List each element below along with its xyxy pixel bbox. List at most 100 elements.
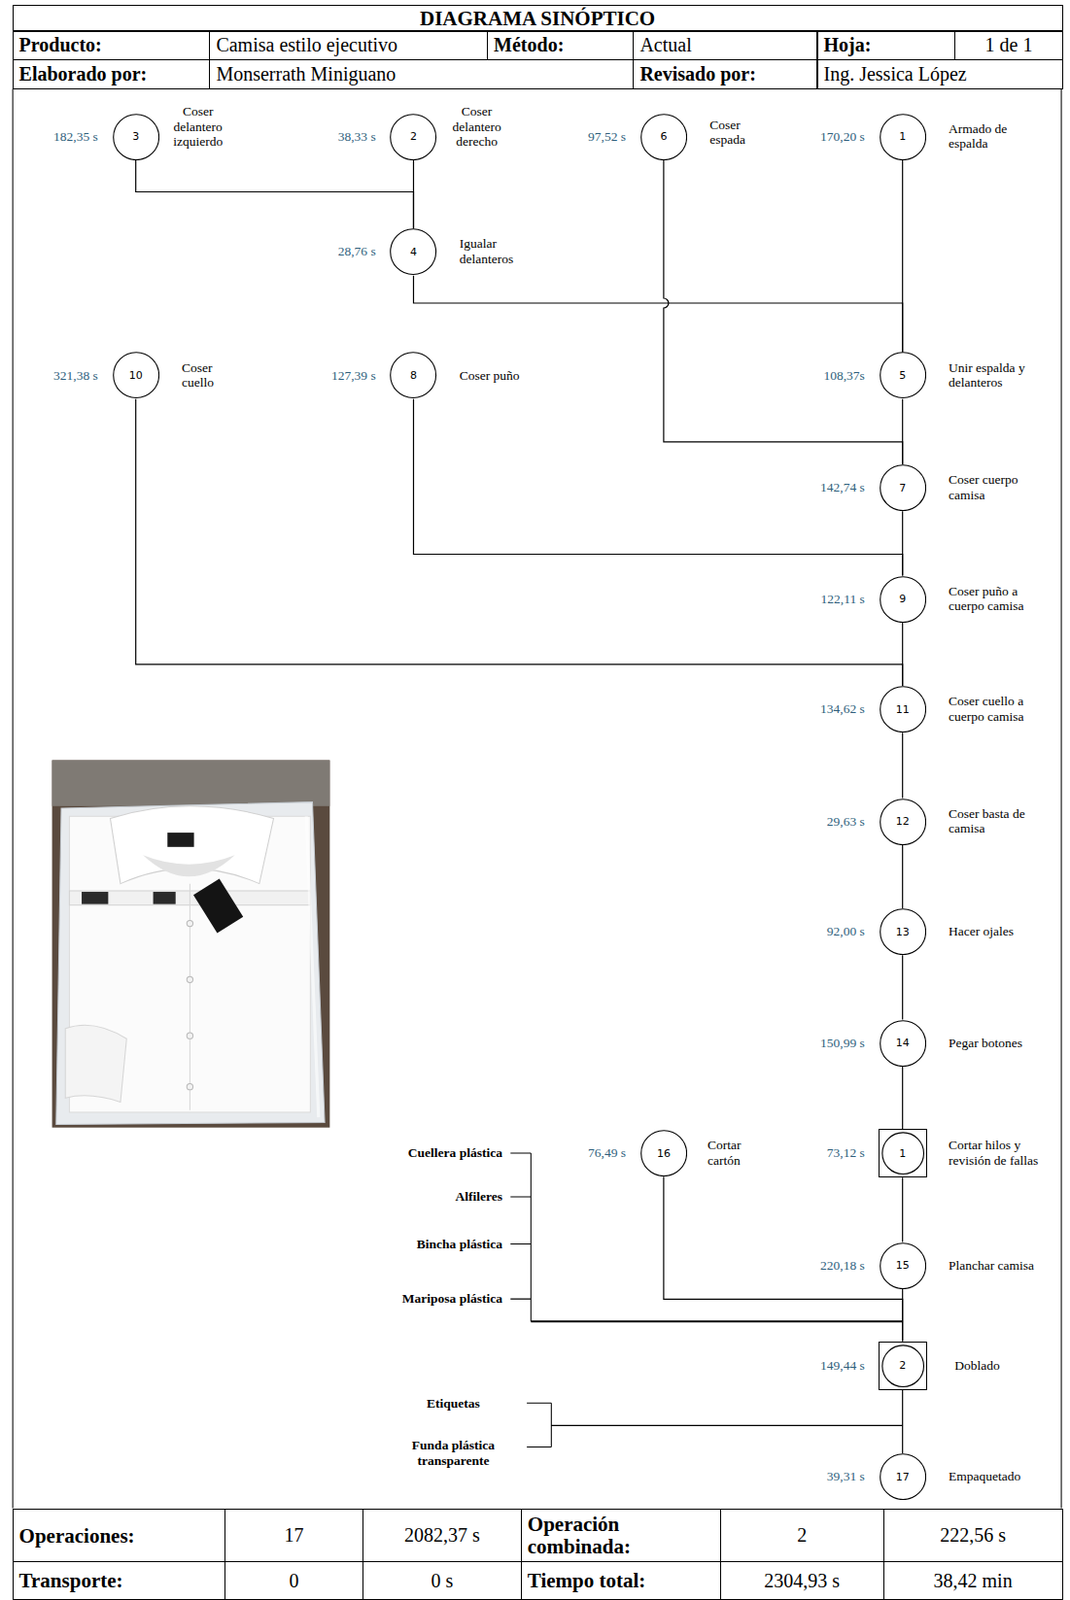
cell-text: Hoja: — [824, 34, 872, 56]
cell-text: Camisa estilo ejecutivo — [215, 34, 398, 56]
flow-connector — [901, 845, 903, 909]
shirt-collar — [109, 806, 274, 885]
band-print — [81, 892, 108, 905]
operation-number: 14 — [879, 1020, 927, 1068]
operation-circle-shape — [640, 113, 687, 160]
shirt-cuff — [65, 1025, 127, 1103]
shirt-placket — [189, 884, 191, 1111]
table-cell: 38,42 min — [883, 1561, 1064, 1600]
operation-number: 8 — [389, 351, 437, 399]
table-cell: 2 — [720, 1509, 885, 1564]
frame — [12, 88, 1062, 1509]
table-cell: Revisado por: — [632, 59, 818, 91]
operation-number: 4 — [389, 228, 437, 276]
operation-description: Igualar delanteros — [459, 237, 532, 268]
operation-time: 127,39 s — [331, 368, 377, 384]
table-cell: Camisa estilo ejecutivo — [208, 31, 488, 61]
operation-number: 12 — [879, 798, 927, 846]
cell-text: Monserrath Miniguano — [215, 64, 396, 85]
cell-text: 38,42 min — [933, 1571, 1013, 1592]
operation-description: Cortar cartón — [707, 1139, 761, 1170]
operation-description: Planchar camisa — [948, 1258, 1043, 1275]
operation-number: 15 — [879, 1242, 927, 1290]
cell-text: Operaciones: — [19, 1525, 136, 1548]
combined-operation: 1Cortar hilos y revisión de fallas73,12 … — [878, 1129, 928, 1178]
operation-circle-shape — [879, 576, 926, 622]
plastic-bag — [56, 802, 325, 1126]
operation-number: 7 — [879, 464, 927, 512]
table-cell: 0 — [224, 1561, 364, 1600]
hang-tag-card — [193, 879, 243, 934]
cell-text: 2082,37 s — [404, 1525, 481, 1547]
table-cell: Monserrath Miniguano — [208, 59, 634, 91]
operation-time: 182,35 s — [53, 129, 99, 145]
operation-circle: 1Armado de espalda170,20 s — [879, 113, 927, 161]
operation-circle-shape — [879, 909, 926, 956]
operation-description: Coser delantero derecho — [445, 103, 509, 150]
table-cell: Actual — [632, 31, 818, 61]
cell-text: Revisado por: — [639, 64, 756, 85]
operation-number: 11 — [879, 686, 927, 733]
operation-circle-shape — [879, 1454, 926, 1501]
material-label: Bincha plástica — [365, 1237, 503, 1253]
operation-time: 76,49 s — [587, 1145, 626, 1162]
operation-circle: 14Pegar botones150,99 s — [879, 1020, 927, 1068]
material-bracket — [510, 1153, 902, 1449]
operation-description: Unir espalda y delanteros — [948, 360, 1043, 391]
operation-circle: 7Coser cuerpo camisa142,74 s — [879, 464, 927, 512]
cell-text: Operación combinada: — [527, 1514, 715, 1557]
flow-connector — [413, 276, 902, 353]
operation-circle: 9Coser puño a cuerpo camisa122,11 s — [879, 576, 927, 623]
operation-description: Coser cuerpo camisa — [948, 473, 1043, 504]
operation-circle-shape — [112, 352, 159, 399]
band-print — [153, 892, 176, 905]
photo-ground — [52, 760, 331, 1129]
cell-text: Ing. Jessica López — [824, 64, 967, 85]
table-cell: Transporte: — [12, 1561, 227, 1600]
table-cell: Operaciones: — [12, 1509, 227, 1564]
operation-circle: 17Empaquetado39,31 s — [879, 1453, 927, 1501]
bracket-line — [526, 1403, 903, 1448]
cell-text: 17 — [284, 1525, 305, 1547]
operation-circle-shape — [112, 113, 159, 160]
operation-circle-shape — [879, 352, 926, 399]
table-cell: Elaborado por: — [12, 59, 211, 91]
operation-time: 29,63 s — [827, 814, 865, 830]
cell-text: Producto: — [19, 34, 103, 56]
operation-circle: 13Hacer ojales92,00 s — [879, 908, 927, 956]
title-cell: DIAGRAMA SINÓPTICO — [12, 4, 1064, 32]
flow-connector — [901, 1390, 903, 1454]
operation-time: 170,20 s — [820, 129, 865, 145]
operation-description: Coser cuello — [181, 360, 243, 391]
table-cell: 222,56 s — [883, 1509, 1064, 1564]
material-label: Funda plástica transparente — [398, 1438, 510, 1470]
operation-number: 1 — [879, 113, 927, 161]
operation-circle: 6Coser espada97,52 s — [640, 113, 688, 161]
operation-circle: 11Coser cuello a cuerpo camisa134,62 s — [879, 686, 927, 733]
operation-time: 122,11 s — [821, 591, 865, 608]
cell-text: 0 — [289, 1571, 300, 1592]
shirt-button — [186, 1033, 193, 1039]
operation-circle: 4Igualar delanteros28,76 s — [389, 228, 437, 276]
operation-circle: 2Coser delantero derecho38,33 s — [389, 113, 437, 161]
operation-time: 39,31 s — [827, 1469, 865, 1485]
operation-description: Coser cuello a cuerpo camisa — [948, 694, 1043, 725]
operation-circle-shape — [879, 465, 926, 512]
cell-text: Transporte: — [19, 1570, 124, 1592]
operation-description: Doblado — [954, 1358, 1049, 1375]
shirt-button — [186, 1084, 193, 1091]
cell-text: Tiempo total: — [527, 1570, 647, 1592]
operation-circle: 10Coser cuello321,38 s — [112, 351, 160, 399]
table-cell: Tiempo total: — [520, 1561, 722, 1600]
table-cell: Hoja: — [817, 31, 957, 61]
operation-number: 1 — [879, 1130, 927, 1177]
cell-text: 0 s — [431, 1571, 454, 1592]
flow-connector — [901, 1177, 903, 1243]
operation-circle-shape — [879, 687, 926, 733]
table-cell: Método: — [486, 31, 634, 61]
operation-number: 5 — [879, 351, 927, 399]
operation-number: 6 — [640, 113, 688, 161]
operation-time: 142,74 s — [820, 480, 865, 496]
flow-connector — [136, 399, 903, 687]
operation-description: Coser delantero izquierdo — [165, 103, 231, 150]
